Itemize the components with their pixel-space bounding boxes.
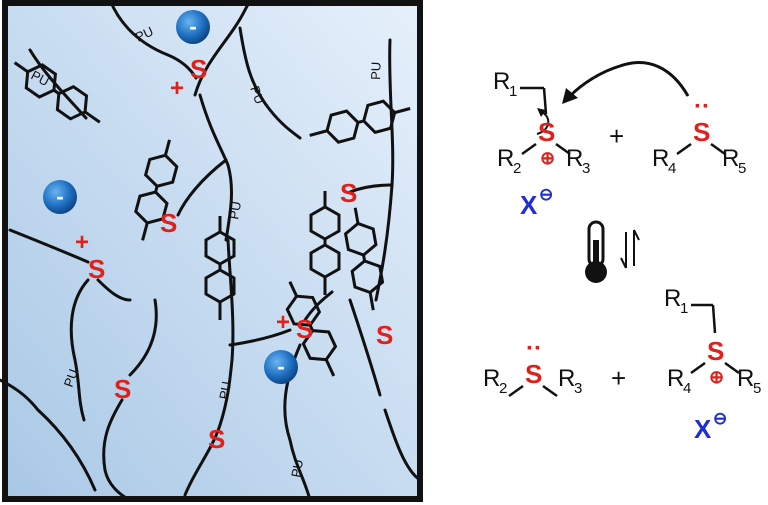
positive-charge: ⊕ — [540, 148, 555, 168]
counterion-charge: ⊖ — [539, 185, 553, 204]
svg-text:4: 4 — [668, 160, 676, 177]
svg-text:S: S — [525, 359, 542, 389]
lone-pair: ·· — [526, 335, 542, 362]
pu-label: PU — [61, 367, 81, 389]
network-frame — [2, 0, 423, 502]
svg-text:2: 2 — [513, 160, 521, 177]
svg-text:R: R — [652, 145, 669, 172]
polymer-chains — [0, 0, 422, 502]
anion: - — [176, 10, 210, 44]
svg-text:-: - — [277, 354, 284, 379]
bottom-sulfide: ·· S R 2 R 3 — [483, 335, 582, 398]
cation-signs: + + + — [75, 75, 290, 336]
sulfide-sulfur: S — [208, 424, 225, 454]
pu-label: PU — [226, 200, 244, 220]
counterion-charge: ⊖ — [713, 409, 727, 428]
pu-label: PU — [133, 23, 156, 44]
sulfide-sulfur: S — [114, 374, 131, 404]
nucleophilic-attack-arrow — [568, 61, 690, 98]
svg-text:R: R — [722, 145, 739, 172]
arrowhead — [562, 88, 578, 104]
pu-label: PU — [368, 62, 384, 81]
sulfonium-sulfur: S — [88, 254, 105, 284]
top-sulfide: ·· S R 4 R 5 — [652, 93, 746, 177]
pu-label: PU — [247, 84, 267, 106]
sulfonium-sulfur: S — [296, 314, 313, 344]
svg-text:S: S — [693, 117, 710, 147]
plus-sign: + — [276, 309, 290, 336]
sulfonium-sulfur: S — [190, 54, 207, 84]
positive-charge: ⊕ — [709, 367, 724, 387]
sulfur-atoms: S S S S S S S S — [88, 54, 393, 454]
sulfide-sulfur: S — [340, 178, 357, 208]
pu-label: PU — [288, 458, 306, 478]
polymer-network-panel: PU PU PU PU PU PU PU PU S S S S S S S S … — [0, 0, 423, 502]
lone-pair: ·· — [694, 93, 710, 120]
svg-text:R: R — [664, 285, 681, 312]
plus-sign: + — [611, 363, 626, 393]
svg-text:5: 5 — [738, 160, 746, 177]
svg-text:R: R — [558, 365, 575, 392]
bottom-sulfonium: R 1 S ⊕ R 4 R 5 X ⊖ — [664, 285, 761, 444]
pu-label: PU — [29, 67, 52, 89]
top-sulfonium: R 1 S ⊕ R 2 R 3 X ⊖ — [493, 68, 590, 220]
sulfide-sulfur: S — [376, 320, 393, 350]
anion: - — [43, 180, 77, 214]
svg-text:1: 1 — [680, 300, 688, 317]
plus-sign: + — [170, 75, 184, 102]
anion-balls: - - - — [43, 10, 298, 384]
exchange-scheme: R 1 S ⊕ R 2 R 3 X ⊖ + ·· S R 4 R 5 — [483, 61, 761, 444]
svg-text:4: 4 — [683, 380, 691, 397]
svg-text:R: R — [497, 145, 514, 172]
counterion: X — [520, 190, 538, 220]
svg-text:R: R — [667, 365, 684, 392]
thermometer-icon — [585, 220, 607, 283]
svg-text:R: R — [483, 365, 500, 392]
svg-text:R: R — [493, 68, 510, 95]
counterion: X — [694, 414, 712, 444]
svg-text:R: R — [737, 365, 754, 392]
svg-text:-: - — [189, 14, 196, 39]
pu-label: PU — [216, 380, 234, 400]
bond-cleavage-arrow — [536, 111, 550, 135]
svg-text:2: 2 — [499, 380, 507, 397]
svg-text:3: 3 — [574, 380, 582, 397]
svg-text:1: 1 — [509, 83, 517, 100]
anion: - — [264, 350, 298, 384]
svg-text:3: 3 — [582, 160, 590, 177]
pu-labels: PU PU PU PU PU PU PU PU — [29, 23, 384, 478]
svg-text:R: R — [566, 145, 583, 172]
plus-sign: + — [609, 121, 624, 151]
svg-text:-: - — [56, 184, 63, 209]
equilibrium-arrows-icon — [620, 229, 640, 269]
svg-text:S: S — [707, 336, 724, 366]
plus-sign: + — [75, 229, 89, 256]
svg-text:5: 5 — [753, 380, 761, 397]
sulfide-sulfur: S — [160, 208, 177, 238]
svg-text:S: S — [538, 117, 555, 147]
